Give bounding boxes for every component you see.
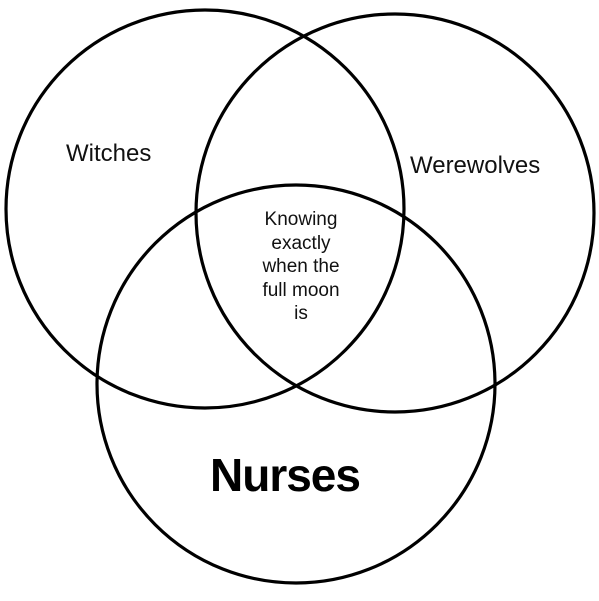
intersection-line: Knowing: [264, 209, 338, 230]
intersection-line: exactly: [271, 232, 331, 254]
intersection-line: when the: [262, 256, 340, 277]
werewolves-label: Werewolves: [410, 152, 541, 179]
intersection-line: full moon: [262, 279, 340, 301]
witches-circle: [4, 8, 406, 410]
nurses-label: Nurses: [210, 449, 361, 501]
nurses-circle: [95, 183, 497, 585]
intersection-line: is: [294, 303, 308, 324]
intersection-label: Knowing exactly when the full moon is: [246, 208, 356, 326]
witches-label: Witches: [66, 140, 152, 167]
